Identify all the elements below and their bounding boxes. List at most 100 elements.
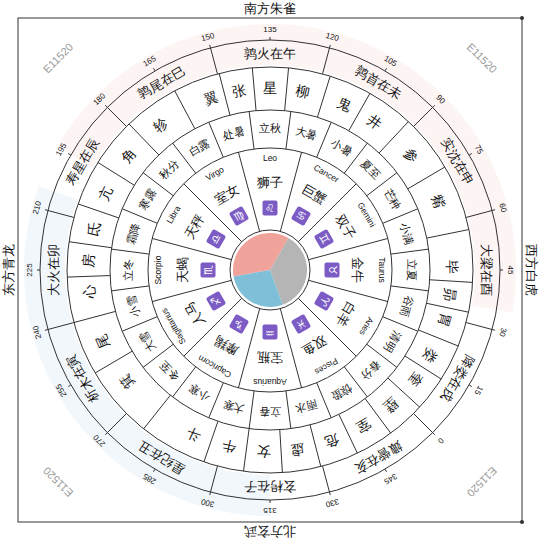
zodiac-name-cn: 巨蟹 [299,182,329,207]
division-line [329,492,331,495]
mansion-label: 亢 [96,184,116,203]
zodiac-glyph: ♒ [263,325,278,340]
zodiac-name-en: Aquarius [253,376,287,385]
division-line [209,45,211,48]
mansion-label: 胃 [435,311,454,329]
solar-term: 寒露 [137,187,158,212]
station-label: 星纪在丑 [136,438,188,476]
zodiac-glyph: ♐ [206,291,226,311]
mansion-label: 轸 [151,115,171,136]
division-line [95,351,132,373]
zodiac-name-en: Virgo [204,165,226,183]
division-line [105,433,107,435]
solar-term: 立夏 [405,259,417,281]
mansion-label: 觜 [428,193,448,212]
division-line [323,466,330,492]
mansion-label: 角 [119,146,140,167]
zodiac-glyph: ♊ [313,229,333,249]
division-line [68,385,71,387]
division-line [433,433,435,435]
degree-number: 135 [263,26,276,35]
division-line [427,230,469,239]
division-line [111,249,149,254]
zodiac-glyph: ♋ [291,206,311,226]
ring-circle [148,148,392,392]
degree-number: 60 [496,202,507,213]
solar-term: 白露 [187,137,212,158]
solar-term: 清明 [381,328,402,353]
degree-number: 180 [92,92,108,108]
solar-term: 雨水 [294,397,318,414]
degree-number: 330 [325,496,340,508]
solar-term: 小满 [397,221,414,245]
degree-number: 240 [32,325,44,340]
zodiac-name-cn: 白羊 [333,299,358,329]
zodiac-name-en: Taurus [376,257,385,283]
mansion-label: 毕 [443,260,459,274]
zodiac-name-cn: 人马 [182,299,207,329]
division-line [433,105,435,107]
division-line [45,209,48,211]
mansion-label: 箕 [117,371,138,392]
degree-number: 300 [200,496,215,508]
mansion-label: 尾 [94,331,114,350]
ring-circle [110,110,430,430]
division-line [466,323,492,330]
division-line [210,48,217,74]
station-label: 析木在寅 [64,352,102,404]
division-line [379,122,408,153]
division-line [154,469,156,472]
mansion-label: 室 [353,415,373,435]
division-line [418,330,458,346]
zodiac-glyph: ♌ [263,201,278,216]
zodiac-glyph: ♎ [206,229,226,249]
mansion-label: 牛 [221,437,238,455]
zodiac-glyph: ♑ [229,313,249,333]
zodiac-name-en: Scorpio [154,256,163,285]
solar-term: 夏至 [358,158,382,182]
zodiac-glyph: ♏ [201,263,216,278]
division-line [74,311,116,322]
division-line [154,68,156,71]
zodiac-name-cn: 双子 [333,212,358,242]
division-line [210,466,217,492]
degree-number: 120 [325,32,340,44]
solar-term: 春分 [358,358,382,382]
mansion-label: 柳 [295,83,312,101]
zodiac-name-cn: 狮子 [257,176,283,190]
solar-term: 小暑 [328,137,353,158]
solar-term: 立春 [259,405,281,417]
division-line [430,280,473,283]
division-line [383,317,418,332]
zodiac-name-cn: 金牛 [350,257,364,283]
division-line [391,249,429,254]
degree-number: 165 [142,55,158,69]
division-line [270,37,271,40]
mansion-label: 星 [263,81,277,96]
degree-number: 345 [382,471,398,485]
zodiac-glyph: ♈ [313,291,333,311]
division-line [204,421,218,462]
division-line [122,209,157,224]
station-label: 实沈在申 [438,136,476,188]
degree-number: 15 [472,384,484,396]
zodiac-name-cn: 宝瓶 [257,350,283,364]
division-line [249,391,254,429]
division-line [385,469,387,472]
division-line [122,317,157,332]
degree-number: 45 [506,266,515,275]
division-line [466,210,492,217]
station-label: 大梁在酉 [479,244,493,296]
zodiac-name-en: Gemini [355,200,377,228]
division-line [107,414,126,433]
solar-term: 立秋 [259,123,281,135]
division-line [492,329,495,331]
zodiac-name-cn: 天蝎 [176,257,190,283]
station-label: 玄枵在子 [244,479,296,493]
solar-term: 谷雨 [397,294,414,318]
mansion-label: 张 [230,83,246,101]
division-line [427,303,469,312]
corner-dot [520,16,524,20]
ring-circle [230,230,310,310]
solar-term: 处暑 [221,125,245,142]
